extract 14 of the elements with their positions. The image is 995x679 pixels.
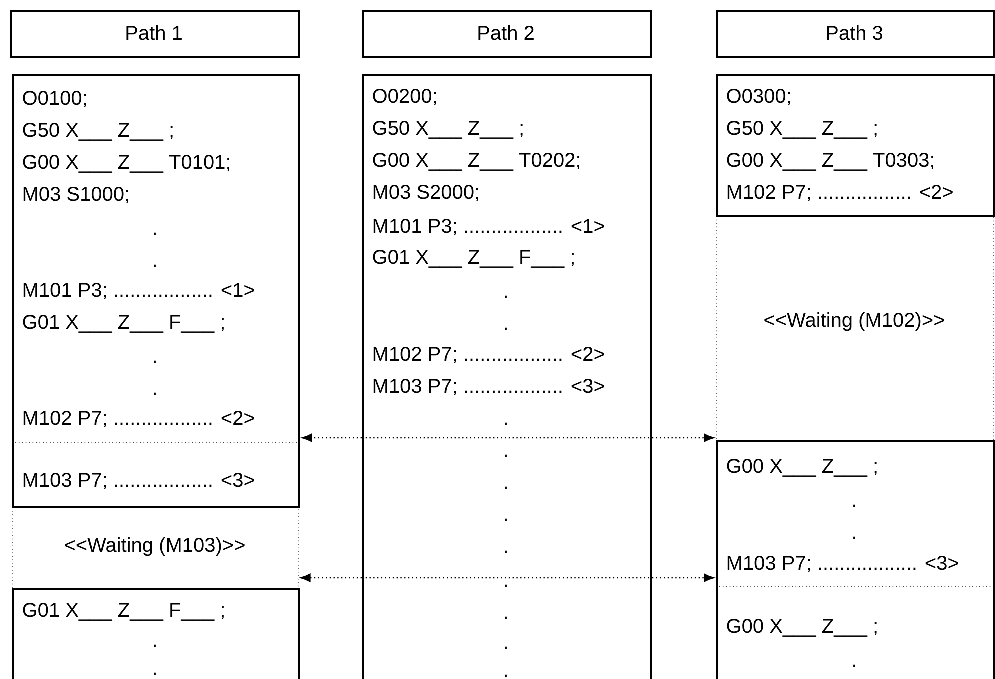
program-box: O0100; G50 X___ Z___ ; G00 X___ Z___ T0101; M03 S1000; . . M101 P3; .................. <1> G01 X___ Z___ F___ ; . . M102 P7; .................. <2> M103 P7; .................. <3> bbox=[12, 74, 300, 508]
sync-arrow bbox=[302, 434, 362, 442]
path-header: Path 2 bbox=[362, 10, 652, 58]
program-box: G01 X___ Z___ F___ ; . . bbox=[12, 588, 300, 679]
path-header: Path 3 bbox=[716, 10, 995, 58]
program-box: O0200; G50 X___ Z___ ; G00 X___ Z___ T0202; M03 S2000; M101 P3; .................. <1> G01 X___ Z___ F___ ; . . M102 P7; .................. <2> M103 P7; .................. <3> . . . . . . . . . bbox=[362, 74, 652, 679]
sync-arrow bbox=[652, 574, 714, 582]
program-box: O0300; G50 X___ Z___ ; G00 X___ Z___ T0303; M102 P7; ................. <2> bbox=[716, 74, 995, 218]
sync-arrow bbox=[652, 434, 714, 442]
program-box: G00 X___ Z___ ; . . M103 P7; .................. <3> G00 X___ Z___ ; . bbox=[716, 440, 995, 679]
waiting-band: <<Waiting (M102)>> bbox=[716, 215, 994, 441]
sync-arrow bbox=[300, 574, 362, 582]
waiting-band: <<Waiting (M103)>> bbox=[12, 506, 299, 589]
path-header: Path 1 bbox=[10, 10, 300, 58]
